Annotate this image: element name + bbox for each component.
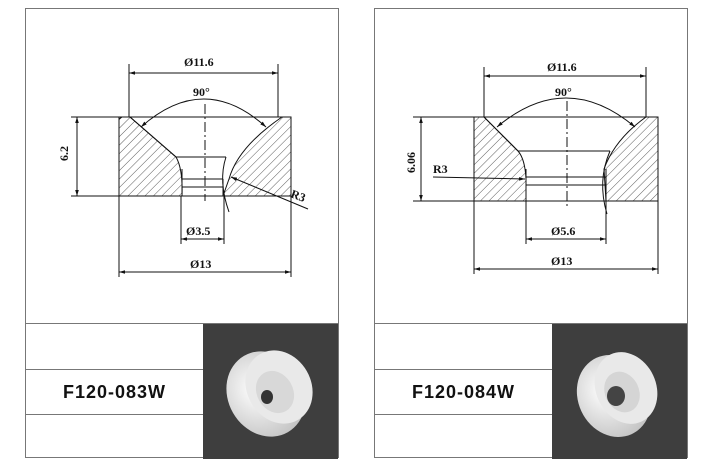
outer-diameter-label: Ø13 bbox=[551, 254, 572, 268]
outer-diameter-label: Ø13 bbox=[190, 257, 211, 271]
height-label: 6.06 bbox=[404, 152, 418, 173]
angle-label: 90° bbox=[555, 85, 572, 99]
part-info-table: F120-084W bbox=[375, 323, 687, 459]
part-code: F120-083W bbox=[62, 381, 167, 402]
table-row-empty bbox=[375, 324, 552, 370]
part-3d-render bbox=[576, 352, 658, 437]
radius-label: R3 bbox=[433, 162, 448, 176]
angle-label: 90° bbox=[193, 85, 210, 99]
part-render-image bbox=[203, 324, 338, 459]
part-card-f120-084w: Ø11.6 90° 6.06 R3 Ø5.6 Ø13 F120-084W bbox=[374, 8, 688, 459]
technical-drawing: Ø11.6 90° 6.06 R3 Ø5.6 Ø13 bbox=[404, 60, 659, 274]
bore-diameter-label: Ø3.5 bbox=[186, 224, 210, 238]
top-diameter-label: Ø11.6 bbox=[184, 55, 214, 69]
bore-diameter-label: Ø5.6 bbox=[551, 224, 575, 238]
part-card-f120-083w: Ø11.6 90° 6.2 R3 Ø3.5 Ø13 F120-083W bbox=[25, 8, 339, 459]
technical-drawing: Ø11.6 90° 6.2 R3 Ø3.5 Ø13 bbox=[57, 55, 309, 277]
part-info-table: F120-083W bbox=[26, 323, 338, 459]
part-render-image bbox=[552, 324, 687, 459]
table-row-code: F120-084W bbox=[375, 370, 552, 415]
part-code: F120-084W bbox=[411, 381, 516, 402]
height-label: 6.2 bbox=[57, 146, 71, 161]
radius-label: R3 bbox=[289, 187, 308, 205]
top-diameter-label: Ø11.6 bbox=[547, 60, 577, 74]
table-row-empty bbox=[26, 324, 203, 370]
table-row-empty bbox=[375, 415, 552, 459]
table-row-empty bbox=[26, 415, 203, 459]
table-row-code: F120-083W bbox=[26, 370, 203, 415]
part-3d-render bbox=[226, 350, 313, 437]
